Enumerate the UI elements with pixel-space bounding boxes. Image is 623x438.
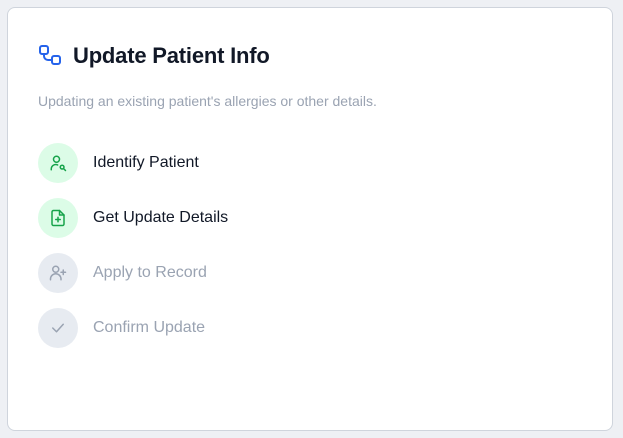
step-apply-to-record: Apply to Record bbox=[38, 253, 207, 293]
step-identify-patient: Identify Patient bbox=[38, 143, 199, 183]
step-label: Confirm Update bbox=[93, 319, 206, 336]
page-title: Update Patient Info bbox=[73, 43, 270, 68]
step-indicator bbox=[38, 253, 78, 293]
check-icon bbox=[52, 323, 64, 333]
step-indicator bbox=[38, 198, 78, 238]
card-subtitle: Updating an existing patient's allergies… bbox=[38, 93, 377, 109]
step-confirm-update: Confirm Update bbox=[38, 308, 205, 348]
user-plus-icon bbox=[49, 265, 67, 281]
step-label: Get Update Details bbox=[93, 209, 229, 226]
step-label: Apply to Record bbox=[93, 264, 207, 281]
file-plus-icon bbox=[51, 209, 65, 227]
user-search-icon bbox=[50, 155, 67, 172]
step-get-update-details: Get Update Details bbox=[38, 198, 228, 238]
workflow-icon bbox=[38, 44, 62, 68]
step-label: Identify Patient bbox=[93, 154, 199, 171]
step-indicator bbox=[38, 143, 78, 183]
card-header: Update Patient Info bbox=[38, 42, 270, 70]
update-patient-card: Update Patient Info Updating an existing… bbox=[7, 7, 613, 431]
step-indicator bbox=[38, 308, 78, 348]
